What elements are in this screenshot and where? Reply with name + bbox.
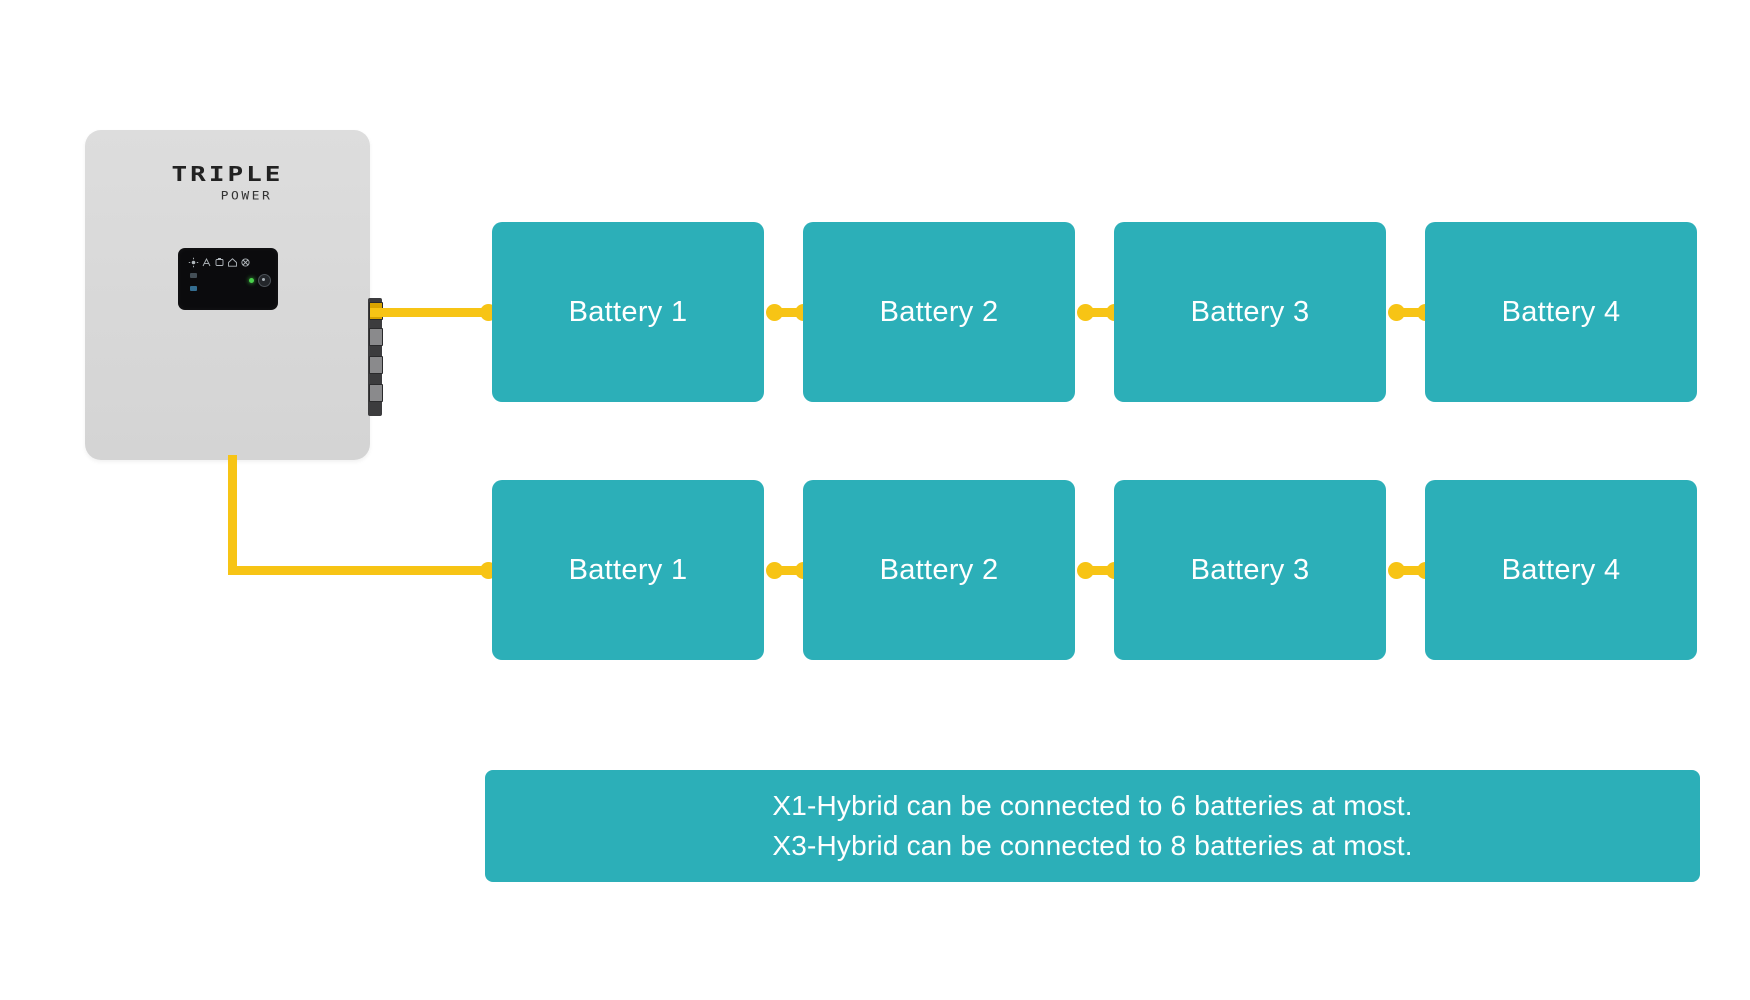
display-indicator-grid xyxy=(188,255,264,292)
sun-icon xyxy=(188,255,199,268)
battery-port-2[interactable] xyxy=(369,328,383,346)
logo-power-text: POWER xyxy=(220,190,273,203)
led-row1-2 xyxy=(214,268,225,279)
battery-port-4[interactable] xyxy=(369,384,383,402)
led-row2-1 xyxy=(201,281,212,292)
house-icon xyxy=(227,255,238,267)
connector-link-r2-2-3 xyxy=(1083,566,1115,575)
wire-inverter-drop-row2 xyxy=(228,455,237,570)
display-row1-marker-icon xyxy=(188,268,199,279)
battery-label: Battery 4 xyxy=(1501,553,1621,586)
battery-label: Battery 1 xyxy=(568,295,688,328)
battery-box-r1-2[interactable]: Battery 2 xyxy=(803,222,1075,402)
battery-label: Battery 3 xyxy=(1190,295,1310,328)
caption-line-1: X1-Hybrid can be connected to 6 batterie… xyxy=(772,790,1413,822)
connector-node-r1-1-right xyxy=(766,304,783,321)
connector-node-r1-2-right xyxy=(1077,304,1094,321)
battery-box-r2-1[interactable]: Battery 1 xyxy=(492,480,764,660)
connector-node-r2-2-right xyxy=(1077,562,1094,579)
wire-row2-run xyxy=(228,566,486,575)
led-row2-3 xyxy=(227,281,238,292)
battery-label: Battery 4 xyxy=(1501,295,1621,328)
wire-inverter-to-row1 xyxy=(370,308,485,317)
connector-link-r1-2-3 xyxy=(1083,308,1115,317)
connector-node-r1-3-right xyxy=(1388,304,1405,321)
connector-link-r2-3-4 xyxy=(1394,566,1426,575)
connector-node-r2-1-right xyxy=(766,562,783,579)
battery-label: Battery 1 xyxy=(568,553,688,586)
status-led-green-icon xyxy=(248,278,254,283)
inverter-unit[interactable]: TRIPLE POWER xyxy=(85,130,383,460)
battery-box-r1-1[interactable]: Battery 1 xyxy=(492,222,764,402)
battery-label: Battery 3 xyxy=(1190,553,1310,586)
battery-box-r1-4[interactable]: Battery 4 xyxy=(1425,222,1697,402)
inverter-display-panel[interactable] xyxy=(177,248,278,310)
battery-box-r2-4[interactable]: Battery 4 xyxy=(1425,480,1697,660)
connector-link-r1-1-2 xyxy=(772,308,804,317)
connector-node-r2-3-right xyxy=(1388,562,1405,579)
grid-icon xyxy=(201,255,212,267)
power-button[interactable] xyxy=(257,274,271,287)
caption-line-2: X3-Hybrid can be connected to 8 batterie… xyxy=(772,830,1413,861)
battery-port-3[interactable] xyxy=(369,356,383,374)
display-row2-marker-icon xyxy=(188,281,199,292)
battery-label: Battery 2 xyxy=(879,553,999,586)
led-row2-2 xyxy=(214,281,225,292)
battery-box-r2-2[interactable]: Battery 2 xyxy=(803,480,1075,660)
display-status-cluster xyxy=(248,274,271,287)
battery-box-r1-3[interactable]: Battery 3 xyxy=(1114,222,1386,402)
led-row1-3 xyxy=(227,268,238,279)
connector-link-r2-1-2 xyxy=(772,566,804,575)
alert-icon xyxy=(240,255,251,267)
caption-box: X1-Hybrid can be connected to 6 batterie… xyxy=(485,770,1700,882)
led-row1-1 xyxy=(201,268,212,279)
connector-link-r1-3-4 xyxy=(1394,308,1426,317)
logo-triple-text: TRIPLE xyxy=(171,163,284,187)
battery-box-r2-3[interactable]: Battery 3 xyxy=(1114,480,1386,660)
battery-icon xyxy=(214,255,225,266)
inverter-brand-logo: TRIPLE POWER xyxy=(85,162,370,203)
battery-label: Battery 2 xyxy=(879,295,999,328)
